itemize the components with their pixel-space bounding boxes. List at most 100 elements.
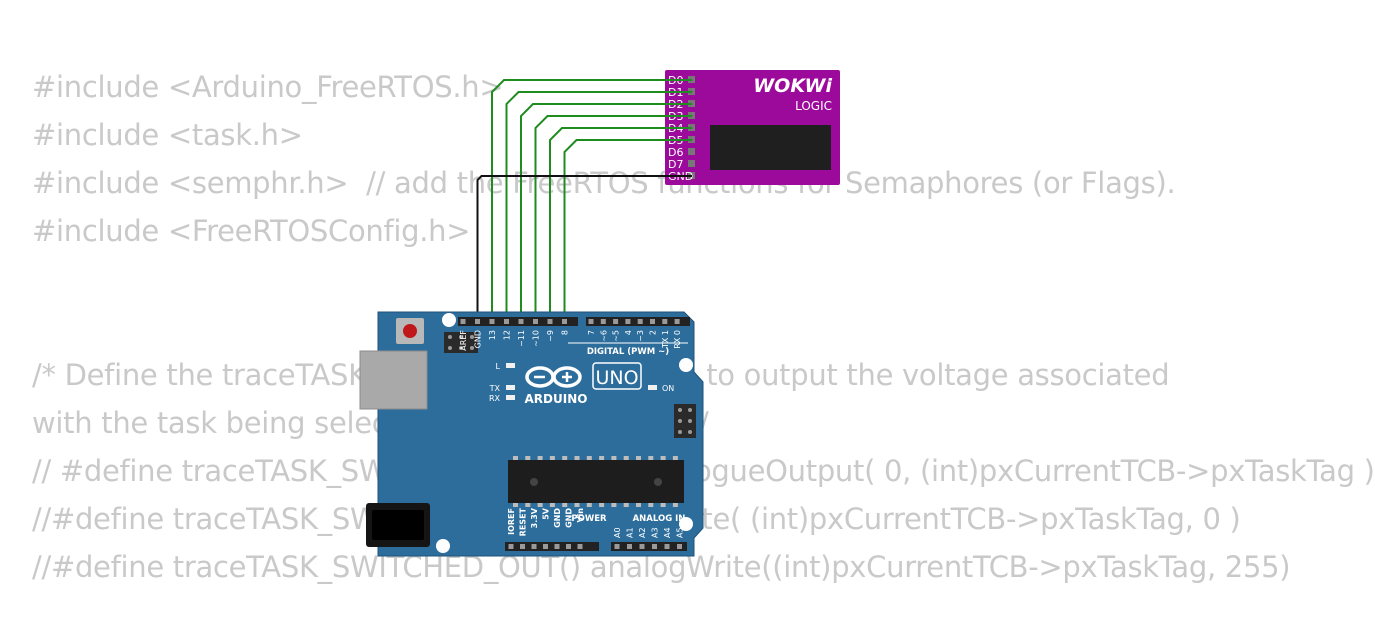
power-pin-label: Vin (576, 508, 585, 523)
power-header[interactable] (505, 542, 599, 551)
logic-pin-label: D7 (668, 158, 683, 171)
digital-pin-hole[interactable] (637, 319, 643, 324)
digital-pin-hole[interactable] (475, 319, 480, 324)
uno-model-label: UNO (595, 367, 638, 389)
digital-pin-label: TX 1 (661, 330, 670, 349)
power-pin-label: GND (565, 508, 574, 528)
analog-header-label: ANALOG IN (633, 514, 686, 524)
digital-pin-label: ~9 (546, 330, 555, 342)
signal-wire[interactable] (563, 139, 693, 321)
led-tx: TX (489, 384, 515, 393)
usb-connector (359, 350, 428, 410)
analog-pin-label: A5 (676, 527, 685, 538)
led-rx: RX (489, 394, 515, 403)
power-jack-inner (372, 510, 424, 540)
logic-analyzer-subtitle: LOGIC (795, 99, 832, 113)
wires[interactable] (476, 79, 693, 321)
power-pin-hole[interactable] (520, 544, 525, 549)
reset-button[interactable] (403, 324, 417, 338)
analog-pin-hole[interactable] (652, 544, 657, 549)
logic-pin-pad[interactable] (688, 148, 695, 155)
power-pin-label: RESET (519, 507, 528, 536)
analog-pin-label: A2 (638, 527, 647, 538)
digital-pin-label: 13 (488, 330, 497, 340)
signal-wire[interactable] (534, 115, 693, 321)
digital-pin-hole[interactable] (518, 319, 524, 324)
power-pin-label: 3.3V (530, 507, 539, 528)
digital-pin-label: 4 (624, 330, 633, 335)
digital-pin-hole[interactable] (489, 319, 495, 324)
digital-pin-label: ~5 (612, 330, 621, 342)
digital-pin-hole[interactable] (460, 319, 466, 324)
led-on: ON (648, 384, 674, 393)
analog-pin-hole[interactable] (664, 544, 670, 549)
power-pin-label: GND (553, 508, 562, 528)
mounting-hole (442, 313, 456, 327)
mounting-hole (679, 358, 693, 372)
digital-pin-label: ~3 (636, 330, 645, 342)
digital-pin-hole[interactable] (613, 319, 619, 324)
power-pin-label: IOREF (507, 508, 516, 535)
mounting-hole (679, 517, 693, 531)
digital-pin-hole[interactable] (547, 319, 553, 324)
svg-text:TX: TX (489, 384, 501, 393)
power-pin-hole[interactable] (531, 544, 537, 549)
digital-pin-label: ~11 (517, 330, 526, 347)
digital-pin-hole[interactable] (674, 319, 680, 324)
analog-pin-label: A4 (663, 527, 672, 538)
digital-pin-hole[interactable] (600, 319, 606, 324)
digital-pin-hole[interactable] (533, 319, 538, 324)
digital-pin-hole[interactable] (562, 319, 567, 324)
code-line: #include <Arduino_FreeRTOS.h> (32, 70, 504, 104)
analog-pin-hole[interactable] (639, 544, 645, 549)
digital-pin-label: ~6 (599, 330, 608, 342)
digital-pin-label: 7 (587, 330, 596, 335)
signal-wire[interactable] (520, 103, 692, 321)
digital-header-left[interactable] (458, 317, 578, 326)
code-line: #include <task.h> (32, 118, 303, 152)
analog-header[interactable] (611, 542, 687, 551)
digital-pin-label: 12 (503, 330, 512, 340)
digital-pin-label: AREF (459, 330, 468, 351)
code-line: #include <FreeRTOSConfig.h> (32, 214, 471, 248)
power-pin-hole[interactable] (543, 544, 548, 549)
digital-pin-hole[interactable] (650, 319, 655, 324)
power-pin-hole[interactable] (577, 544, 583, 549)
icsp-header-top (444, 332, 478, 353)
logic-analyzer-brand: WOKWi (753, 75, 832, 97)
power-pin-hole[interactable] (508, 544, 514, 549)
mounting-hole (436, 539, 450, 553)
digital-pin-hole[interactable] (504, 319, 509, 324)
signal-wire[interactable] (505, 91, 693, 321)
power-pin-hole[interactable] (554, 544, 560, 549)
digital-pin-hole[interactable] (625, 319, 631, 324)
analog-pin-hole[interactable] (677, 544, 682, 549)
logic-pin-label: D6 (668, 146, 683, 159)
signal-wire[interactable] (491, 79, 692, 321)
svg-text:L: L (496, 362, 501, 371)
power-pin-hole[interactable] (566, 544, 571, 549)
analog-pin-hole[interactable] (614, 544, 620, 549)
digital-pin-label: 2 (649, 330, 658, 335)
digital-pin-hole[interactable] (588, 319, 594, 324)
atmega-chip (508, 456, 684, 507)
analog-pin-hole[interactable] (627, 544, 632, 549)
logic-pin-pad[interactable] (688, 160, 695, 167)
logic-analyzer-display (710, 125, 831, 170)
arduino-brand: ARDUINO (525, 392, 588, 406)
digital-pin-label: ~10 (532, 330, 541, 347)
digital-header-label: DIGITAL (PWM ~) (587, 347, 669, 357)
signal-wire[interactable] (549, 127, 692, 321)
uno-badge (592, 362, 642, 390)
digital-pin-hole[interactable] (662, 319, 668, 324)
digital-pin-label: RX 0 (673, 330, 682, 349)
svg-text:ON: ON (662, 384, 674, 393)
svg-text:RX: RX (489, 394, 501, 403)
icsp-header-right (674, 404, 696, 438)
gnd-wire[interactable] (476, 175, 693, 321)
analog-pin-label: A0 (613, 527, 622, 538)
led-l: L (496, 362, 515, 371)
analog-pin-label: A1 (626, 527, 635, 538)
